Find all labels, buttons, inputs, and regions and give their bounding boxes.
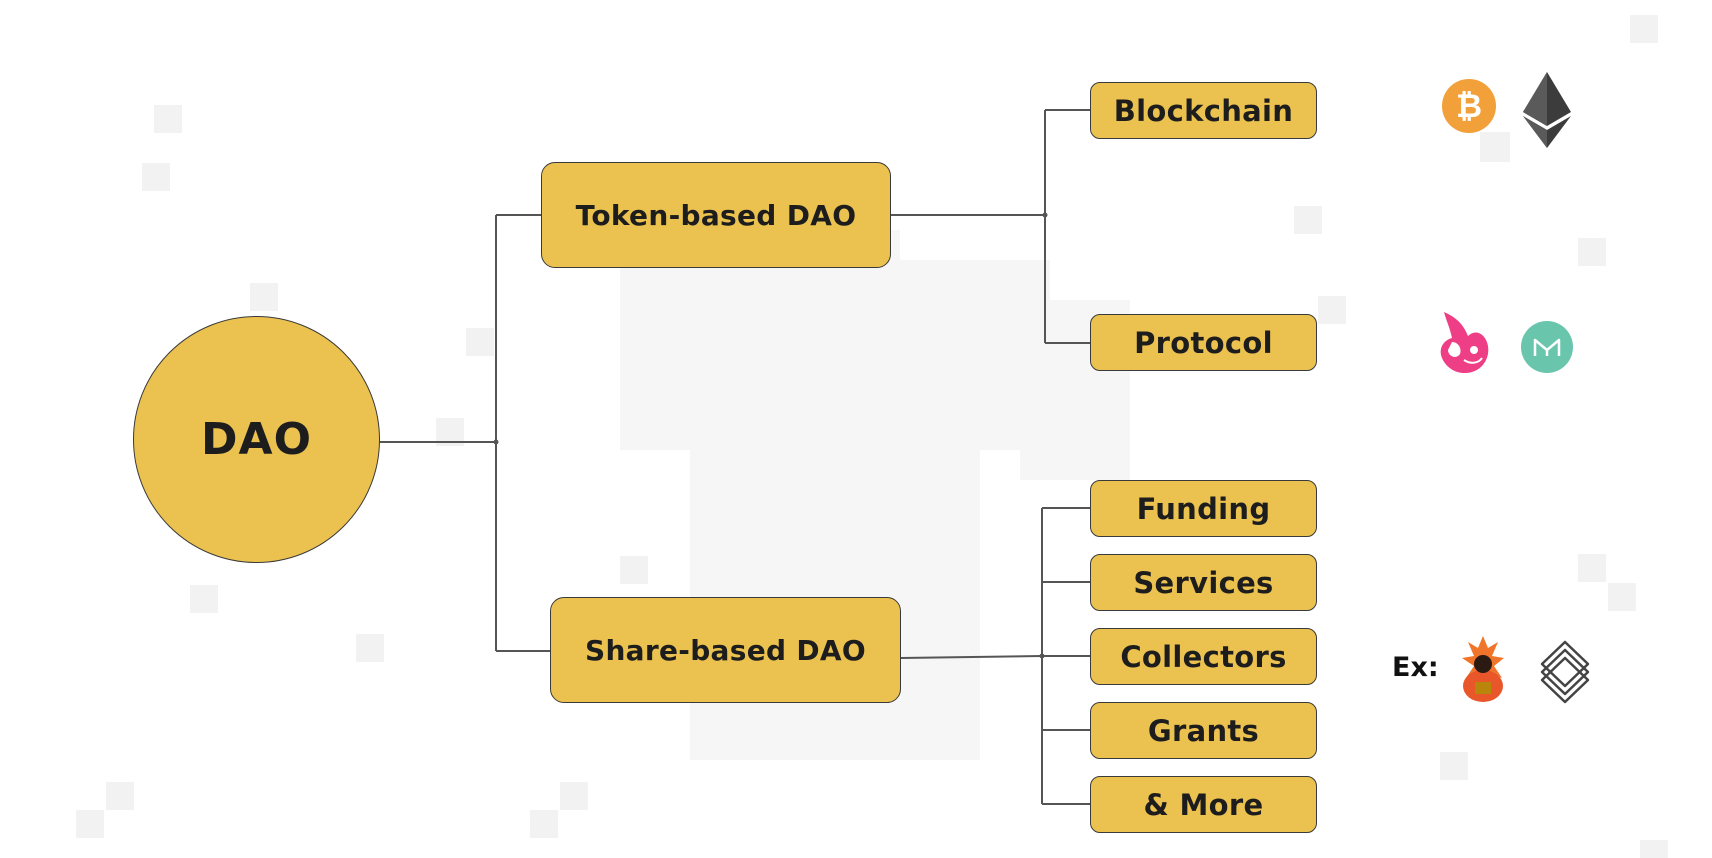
node-funding: Funding xyxy=(1090,480,1317,537)
node-share-based-dao: Share-based DAO xyxy=(550,597,901,703)
node-grants: Grants xyxy=(1090,702,1317,759)
ethereum-icon xyxy=(1523,72,1571,148)
root-node-dao: DAO xyxy=(133,316,380,563)
root-label: DAO xyxy=(201,414,312,465)
token-based-label: Token-based DAO xyxy=(575,198,857,232)
flamingo-dao-icon xyxy=(1462,636,1504,702)
node-services: Services xyxy=(1090,554,1317,611)
maker-icon xyxy=(1521,321,1573,373)
services-label: Services xyxy=(1133,565,1274,600)
node-token-based-dao: Token-based DAO xyxy=(541,162,891,268)
funding-label: Funding xyxy=(1136,491,1271,526)
bitcoin-icon: ₿ xyxy=(1442,79,1496,133)
layers-icon xyxy=(1540,640,1590,704)
node-blockchain: Blockchain xyxy=(1090,82,1317,139)
node-protocol: Protocol xyxy=(1090,314,1317,371)
share-based-label: Share-based DAO xyxy=(584,633,866,667)
protocol-label: Protocol xyxy=(1134,325,1273,360)
collectors-label: Collectors xyxy=(1120,639,1287,674)
uniswap-icon xyxy=(1440,312,1489,374)
example-prefix: Ex: xyxy=(1392,652,1439,683)
node-collectors: Collectors xyxy=(1090,628,1317,685)
blockchain-label: Blockchain xyxy=(1113,93,1294,128)
node-more: & More xyxy=(1090,776,1317,833)
grants-label: Grants xyxy=(1147,713,1260,748)
more-label: & More xyxy=(1143,787,1264,822)
svg-text:₿: ₿ xyxy=(1456,87,1482,125)
